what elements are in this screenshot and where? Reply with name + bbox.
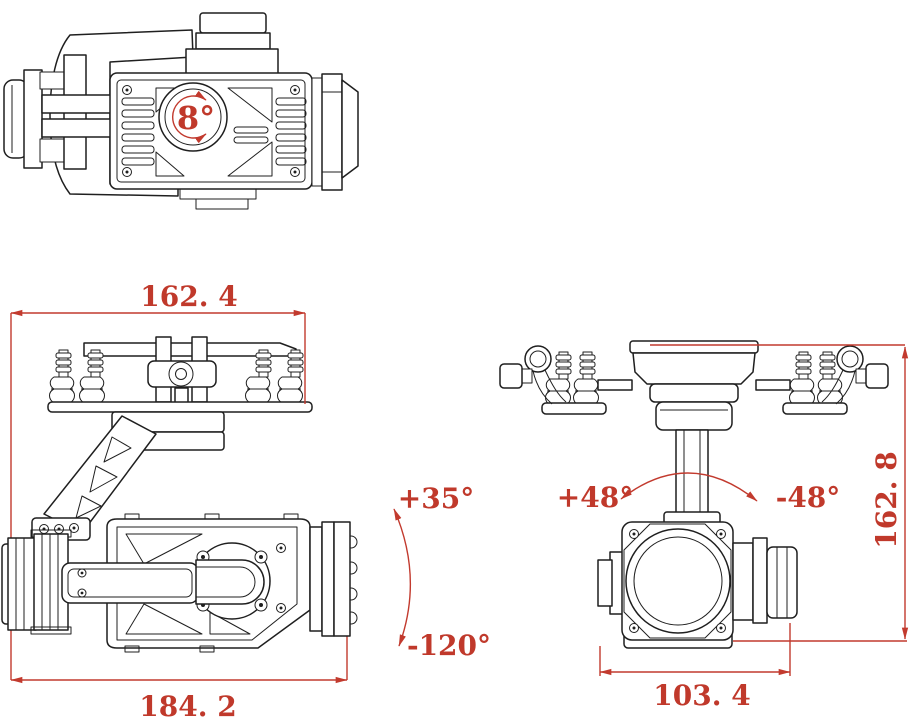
side-damper-plate bbox=[499, 340, 889, 415]
pitch-yoke bbox=[195, 559, 265, 605]
side-column bbox=[649, 383, 739, 525]
dim-height: 162. 8 bbox=[650, 344, 909, 642]
yaw-angle-label: 8° bbox=[177, 99, 215, 137]
vent-slats-right bbox=[275, 97, 307, 166]
side-lens-ring bbox=[625, 528, 731, 634]
roll-angle-annotation: +48° -48° bbox=[557, 472, 841, 514]
plate-corner-screws bbox=[122, 85, 300, 177]
front-horizontal-arm bbox=[61, 559, 265, 605]
vent-slats-left bbox=[121, 97, 155, 166]
dimension-annotations: 162. 4 184. 2 +35° -120° +48° -48° 162. … bbox=[10, 280, 909, 723]
roll-negative-label: -48° bbox=[776, 481, 841, 514]
dim-label-103-4: 103. 4 bbox=[653, 679, 750, 712]
side-camera-body bbox=[597, 521, 734, 649]
side-right-lens bbox=[732, 537, 798, 624]
top-view-right-lens bbox=[311, 73, 359, 191]
yaw-angle-annotation: 8° bbox=[172, 90, 215, 144]
front-right-lens bbox=[309, 521, 358, 637]
dim-width-bottom: 184. 2 bbox=[10, 676, 348, 723]
tilt-up-label: +35° bbox=[398, 482, 474, 515]
front-left-lens-motor bbox=[1, 529, 72, 635]
dim-label-184-2: 184. 2 bbox=[139, 690, 236, 723]
front-view bbox=[1, 336, 358, 653]
plate-cutouts bbox=[155, 87, 273, 177]
dim-label-162-4: 162. 4 bbox=[140, 280, 237, 313]
yaw-motor-circle bbox=[158, 82, 228, 152]
front-damper-plate bbox=[47, 336, 313, 451]
dim-width-top: 162. 4 bbox=[10, 280, 306, 404]
roll-arc bbox=[620, 472, 758, 502]
dim-side-width: 103. 4 bbox=[599, 623, 791, 712]
clamp-knob bbox=[168, 361, 194, 387]
side-view bbox=[499, 340, 889, 649]
dim-label-162-8: 162. 8 bbox=[870, 451, 903, 548]
yaw-rotation-arc bbox=[172, 90, 207, 144]
top-view-motor-stack bbox=[185, 12, 279, 76]
top-view: 8° bbox=[3, 12, 359, 210]
side-left-clip bbox=[499, 345, 567, 405]
tilt-angle-annotation: +35° -120° bbox=[393, 482, 491, 662]
side-right-clip bbox=[821, 345, 889, 405]
tilt-down-label: -120° bbox=[407, 629, 491, 662]
tilt-arc bbox=[393, 508, 412, 647]
roll-positive-label: +48° bbox=[557, 481, 633, 514]
